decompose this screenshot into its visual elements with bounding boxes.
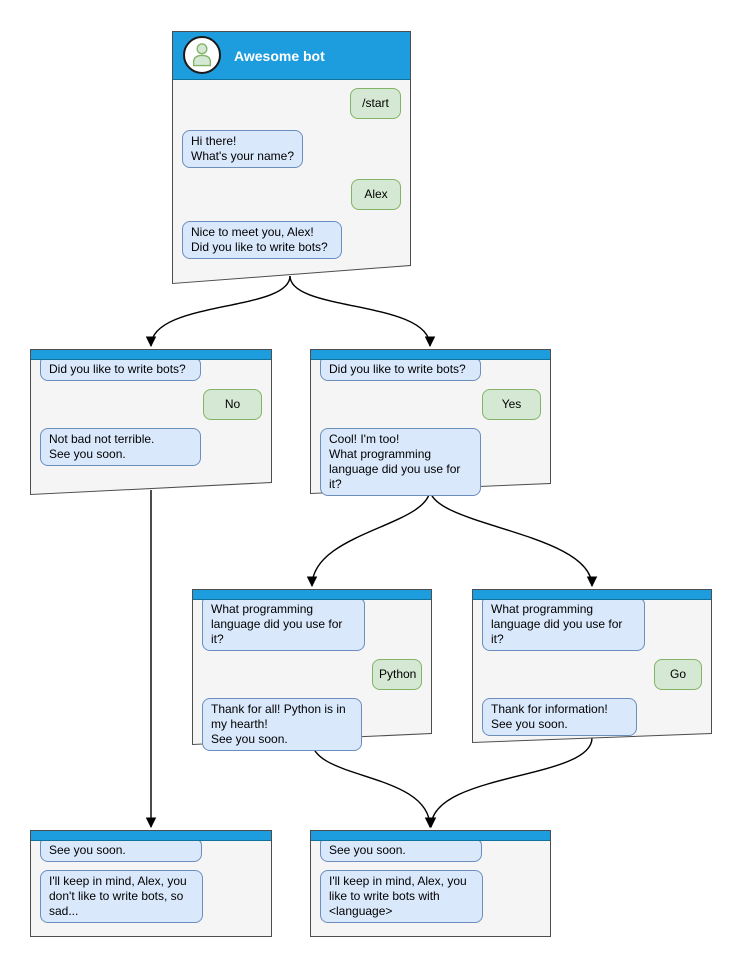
chat-window-header: [31, 831, 271, 841]
edge-yes-to-python: [306, 488, 431, 588]
edge-yes-to-go: [429, 488, 598, 588]
edge-python-to-end: [311, 740, 436, 829]
bot-message-bubble: See you soon.: [40, 839, 202, 862]
edge-start-to-yes: [289, 275, 436, 348]
bot-message-bubble: I'll keep in mind, Alex, you don't like …: [40, 870, 203, 923]
chat-window-header: [311, 831, 550, 841]
bot-message-bubble: What programming language did you use fo…: [482, 598, 645, 651]
chat-window-go-branch: What programming language did you use fo…: [472, 589, 712, 743]
bot-message-bubble: Did you like to write bots?: [40, 358, 201, 381]
chat-window-header: [31, 350, 271, 360]
bot-message-bubble: Not bad not terrible. See you soon.: [40, 428, 201, 466]
user-message-bubble: Alex: [351, 179, 401, 210]
chat-window-header: [473, 590, 711, 600]
user-message-bubble: No: [203, 389, 262, 420]
user-message-bubble: Yes: [482, 389, 541, 420]
bot-message-bubble: Cool! I'm too! What programming language…: [320, 428, 481, 496]
bot-title: Awesome bot: [234, 47, 325, 64]
bot-message-bubble: Thank for all! Python is in my hearth! S…: [202, 698, 362, 751]
edge-start-to-no: [145, 275, 291, 348]
chat-window-header: [311, 350, 550, 360]
chat-window-start: /start Hi there! What's your name? Alex …: [172, 31, 411, 284]
user-message-bubble: /start: [350, 88, 401, 119]
chat-window-end-no: See you soon. I'll keep in mind, Alex, y…: [30, 830, 272, 937]
chat-window-python-branch: What programming language did you use fo…: [192, 589, 432, 751]
chat-window-header: Awesome bot: [173, 32, 410, 80]
bot-message-bubble: Nice to meet you, Alex! Did you like to …: [182, 221, 342, 259]
chat-window-header: [193, 590, 431, 600]
bot-message-bubble: Hi there! What's your name?: [182, 130, 303, 168]
avatar: [183, 36, 221, 74]
bot-message-bubble: I'll keep in mind, Alex, you like to wri…: [320, 870, 483, 923]
chat-window-end-yes: See you soon. I'll keep in mind, Alex, y…: [310, 830, 551, 937]
bot-message-bubble: See you soon.: [320, 839, 482, 862]
bot-message-bubble: What programming language did you use fo…: [202, 598, 365, 651]
person-icon: [192, 43, 212, 67]
bot-message-bubble: Thank for information! See you soon.: [482, 698, 637, 736]
user-message-bubble: Python: [372, 659, 422, 690]
chat-window-yes-branch: Did you like to write bots? Yes Cool! I'…: [310, 349, 551, 496]
user-message-bubble: Go: [654, 659, 702, 690]
edge-go-to-end: [425, 737, 593, 829]
bot-message-bubble: Did you like to write bots?: [320, 358, 481, 381]
chat-window-no-branch: Did you like to write bots? No Not bad n…: [30, 349, 272, 495]
